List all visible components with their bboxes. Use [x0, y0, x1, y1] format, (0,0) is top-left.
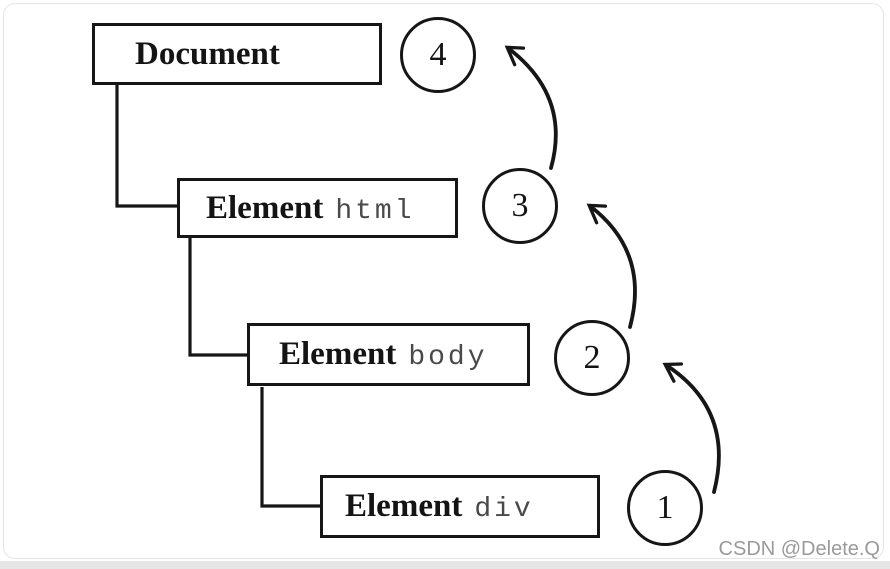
node-label: Document: [135, 35, 280, 72]
step-number: 4: [429, 36, 447, 73]
node-box-element-html: Element html: [177, 178, 458, 238]
node-label: Element: [279, 336, 397, 372]
node-box-element-div: Element div: [320, 475, 600, 538]
watermark-text: CSDN @Delete.Q: [718, 538, 880, 560]
step-circle-4: 4: [400, 17, 476, 93]
step-number: 1: [656, 489, 674, 526]
node-box-element-body: Element body: [247, 323, 530, 386]
step-circle-3: 3: [482, 168, 558, 244]
step-number: 2: [583, 339, 601, 376]
node-label: Element: [206, 189, 324, 226]
node-box-document: Document: [92, 23, 382, 85]
node-label: Element: [345, 488, 463, 524]
step-circle-2: 2: [554, 320, 630, 396]
node-code: body: [408, 342, 488, 373]
step-circle-1: 1: [627, 470, 703, 546]
node-code: div: [474, 494, 534, 525]
step-number: 3: [511, 187, 529, 224]
bottom-strip: [0, 561, 890, 569]
node-code: html: [335, 195, 415, 227]
